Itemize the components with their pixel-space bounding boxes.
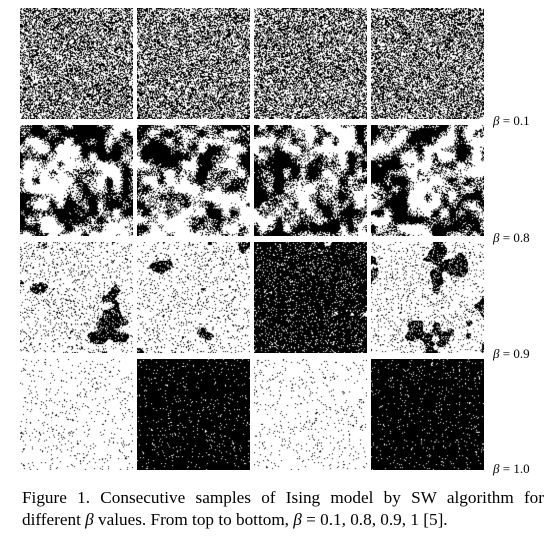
ising-sample-r4-c4 xyxy=(371,359,484,470)
figure-caption: Figure 1. Consecutive samples of Ising m… xyxy=(22,487,544,531)
row-label-4: β = 1.0 xyxy=(493,462,530,476)
row-label-2: β = 0.8 xyxy=(493,231,530,245)
ising-sample-r4-c2 xyxy=(137,359,250,470)
ising-sample-r3-c2 xyxy=(137,242,250,353)
row-label-1: β = 0.1 xyxy=(493,114,530,128)
beta-symbol: β xyxy=(493,113,500,128)
beta-value: = 0.8 xyxy=(499,230,530,245)
beta-symbol: β xyxy=(493,461,500,476)
caption-beta: β xyxy=(85,510,94,529)
beta-symbol: β xyxy=(493,230,500,245)
ising-sample-r4-c3 xyxy=(254,359,367,470)
ising-sample-r2-c3 xyxy=(254,125,367,236)
caption-text-2: values. From top to bottom, xyxy=(93,510,294,529)
ising-sample-r4-c1 xyxy=(20,359,133,470)
caption-beta-2: β xyxy=(293,510,302,529)
sample-grid xyxy=(20,8,484,470)
ising-sample-r1-c3 xyxy=(254,8,367,119)
caption-text-1: Figure 1. Consecutive samples of Ising m… xyxy=(22,488,544,529)
ising-sample-r2-c4 xyxy=(371,125,484,236)
ising-sample-r1-c1 xyxy=(20,8,133,119)
beta-value: = 0.9 xyxy=(499,346,530,361)
ising-sample-r1-c4 xyxy=(371,8,484,119)
ising-sample-r2-c2 xyxy=(137,125,250,236)
row-label-3: β = 0.9 xyxy=(493,347,530,361)
ising-sample-r1-c2 xyxy=(137,8,250,119)
ising-sample-r2-c1 xyxy=(20,125,133,236)
caption-text-3: = 0.1, 0.8, 0.9, 1 [5]. xyxy=(301,510,448,529)
ising-sample-r3-c1 xyxy=(20,242,133,353)
beta-symbol: β xyxy=(493,346,500,361)
beta-value: = 0.1 xyxy=(499,113,530,128)
ising-sample-r3-c3 xyxy=(254,242,367,353)
beta-value: = 1.0 xyxy=(499,461,530,476)
ising-sample-r3-c4 xyxy=(371,242,484,353)
